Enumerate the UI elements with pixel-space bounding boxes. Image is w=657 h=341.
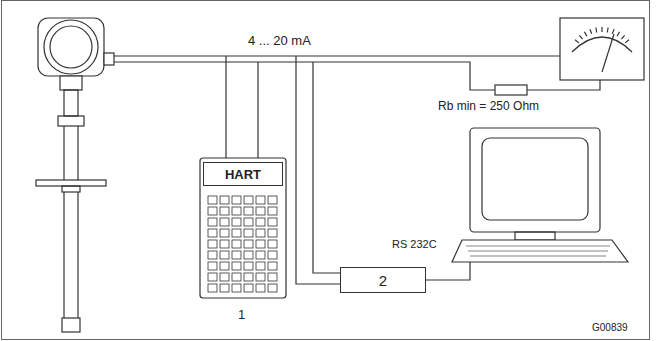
computer: [452, 128, 628, 262]
hart-handheld: [200, 158, 286, 298]
analog-meter: [560, 18, 644, 80]
modem-wire: [296, 56, 470, 284]
resistor-symbol: [495, 85, 527, 95]
keypad: [208, 196, 277, 292]
modem-box: 2: [340, 267, 426, 293]
hart-display: HART: [203, 162, 283, 186]
node-text: HART: [225, 167, 261, 182]
hart-tap-wire: [226, 56, 258, 162]
callout-number: 1: [238, 308, 245, 322]
transmitter: [36, 18, 114, 332]
resistor-label: Rb min = 250 Ohm: [438, 100, 539, 113]
signal-label: 4 ... 20 mA: [248, 34, 311, 48]
figure-id: G00839: [592, 322, 628, 333]
interface-label: RS 232C: [392, 238, 437, 250]
node-text: 2: [379, 272, 387, 289]
